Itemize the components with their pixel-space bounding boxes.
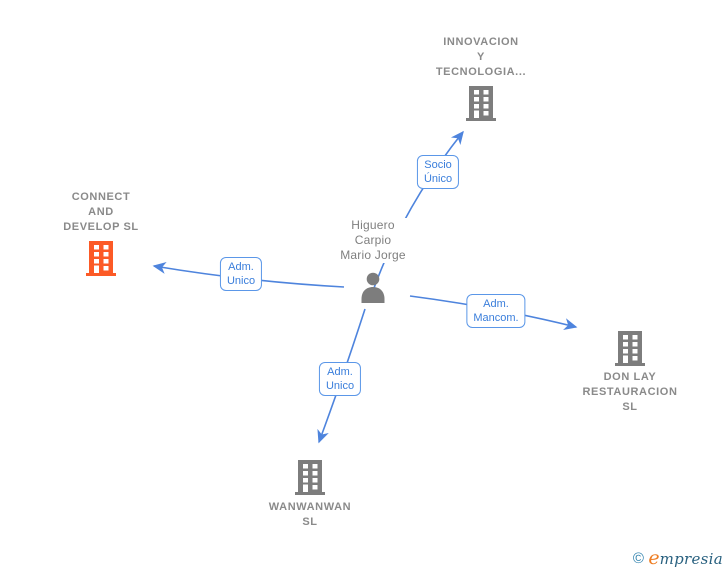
- node-label-line: SL: [302, 516, 318, 528]
- edge-label-socio-unico: Socio Único: [416, 155, 460, 189]
- edge-label-adm-unico-left: Adm. Unico: [219, 257, 263, 291]
- node-label-wanwanwan: WANWANWAN SL: [265, 500, 355, 530]
- edge-label-line: Mancom.: [473, 312, 519, 324]
- node-label-line: Mario Jorge: [340, 248, 406, 262]
- building-icon[interactable]: [294, 459, 326, 500]
- person-icon[interactable]: [359, 272, 387, 308]
- edge-label-line: Adm.: [483, 298, 509, 310]
- building-icon-highlighted[interactable]: [85, 240, 117, 281]
- empresia-logo: empresia: [648, 547, 723, 569]
- edge-label-line: Unico: [226, 275, 256, 287]
- node-label-line: Y: [477, 51, 485, 63]
- copyright-icon: ©: [632, 550, 644, 567]
- node-label-line: INNOVACION: [443, 36, 519, 48]
- edge-label-adm-unico-bottom: Adm. Unico: [318, 362, 362, 396]
- node-label-line: CONNECT: [71, 191, 131, 203]
- node-label-line: Higuero: [351, 218, 395, 232]
- edge-label-line: Adm.: [228, 261, 254, 273]
- edge-label-line: Adm.: [327, 366, 353, 378]
- logo-rest: mpresia: [659, 550, 723, 568]
- node-label-line: DEVELOP SL: [63, 221, 139, 233]
- edge-label-line: Unico: [325, 380, 355, 392]
- node-label-line: DON LAY: [603, 371, 657, 383]
- node-label-line: AND: [88, 206, 114, 218]
- node-label-connect: CONNECT AND DEVELOP SL: [60, 190, 142, 235]
- logo-initial: e: [648, 547, 660, 569]
- node-label-line: SL: [622, 401, 638, 413]
- empresia-watermark[interactable]: © empresia: [633, 547, 723, 569]
- node-label-line: WANWANWAN: [268, 501, 352, 513]
- building-icon[interactable]: [614, 330, 646, 371]
- node-label-line: TECNOLOGIA...: [435, 66, 527, 78]
- node-label-person: Higuero Carpio Mario Jorge: [337, 218, 409, 263]
- building-icon[interactable]: [465, 85, 497, 126]
- node-label-donlay: DON LAY RESTAURACION SL: [579, 370, 681, 415]
- node-label-innovacion: INNOVACION Y TECNOLOGIA...: [432, 35, 530, 80]
- edge-label-line: Socio: [424, 159, 452, 171]
- node-label-line: Carpio: [354, 233, 392, 247]
- edge-label-line: Único: [423, 173, 453, 185]
- node-label-line: RESTAURACION: [582, 386, 678, 398]
- edge-label-adm-mancom: Adm. Mancom.: [466, 294, 526, 328]
